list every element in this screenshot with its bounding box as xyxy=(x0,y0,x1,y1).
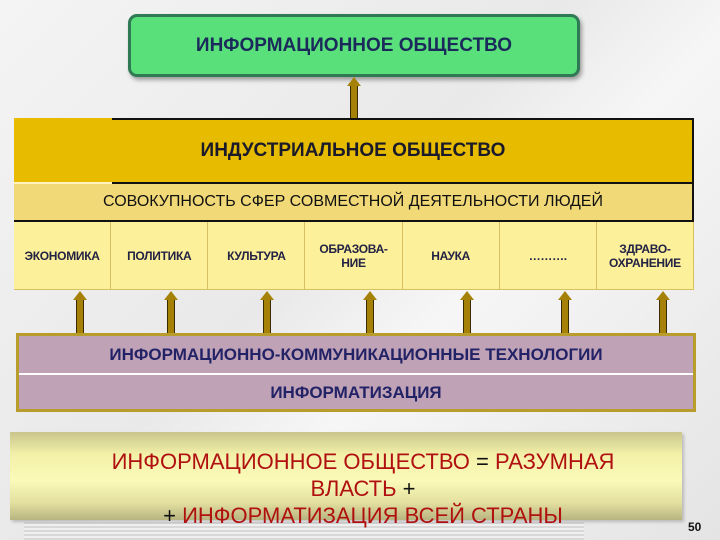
up-arrow-icon xyxy=(558,291,572,333)
up-arrow-icon xyxy=(260,291,274,333)
industrial-society-band: ИНДУСТРИАЛЬНОЕ ОБЩЕСТВО xyxy=(14,118,694,182)
sphere-politics: ПОЛИТИКА xyxy=(111,222,209,289)
formula-text: ИНФОРМАЦИОННОЕ ОБЩЕСТВО = РАЗУМНАЯ ВЛАСТ… xyxy=(111,449,615,528)
information-society-box: ИНФОРМАЦИОННОЕ ОБЩЕСТВО xyxy=(128,14,580,77)
spheres-heading-band: СОВОКУПНОСТЬ СФЕР СОВМЕСТНОЙ ДЕЯТЕЛЬНОСТ… xyxy=(14,182,694,222)
formula-box xyxy=(10,432,682,520)
sphere-other: ………. xyxy=(500,222,597,289)
decorative-stripes xyxy=(24,522,584,540)
up-arrow-icon xyxy=(347,77,361,118)
information-society-title: ИНФОРМАЦИОННОЕ ОБЩЕСТВО xyxy=(195,34,513,56)
spheres-heading: СОВОКУПНОСТЬ СФЕР СОВМЕСТНОЙ ДЕЯТЕЛЬНОСТ… xyxy=(103,193,603,210)
spheres-row: ЭКОНОМИКА ПОЛИТИКА КУЛЬТУРА ОБРАЗОВА-НИЕ… xyxy=(14,222,694,290)
sphere-science: НАУКА xyxy=(403,222,500,289)
ict-title: ИНФОРМАЦИОННО-КОММУНИКАЦИОННЫЕ ТЕХНОЛОГИ… xyxy=(19,336,693,375)
sphere-economy: ЭКОНОМИКА xyxy=(14,222,112,289)
sphere-healthcare: ЗДРАВО-ОХРАНЕНИЕ xyxy=(597,222,694,289)
up-arrow-icon xyxy=(656,291,670,333)
up-arrow-icon xyxy=(73,291,87,333)
page-number: 50 xyxy=(688,520,702,534)
ict-block: ИНФОРМАЦИОННО-КОММУНИКАЦИОННЫЕ ТЕХНОЛОГИ… xyxy=(16,333,696,412)
up-arrow-icon xyxy=(460,291,474,333)
sphere-education: ОБРАЗОВА-НИЕ xyxy=(305,222,403,289)
industrial-society-title: ИНДУСТРИАЛЬНОЕ ОБЩЕСТВО xyxy=(200,140,506,161)
sphere-culture: КУЛЬТУРА xyxy=(208,222,306,289)
up-arrow-icon xyxy=(363,291,377,333)
up-arrow-icon xyxy=(164,291,178,333)
informatization-title: ИНФОРМАТИЗАЦИЯ xyxy=(270,383,442,402)
